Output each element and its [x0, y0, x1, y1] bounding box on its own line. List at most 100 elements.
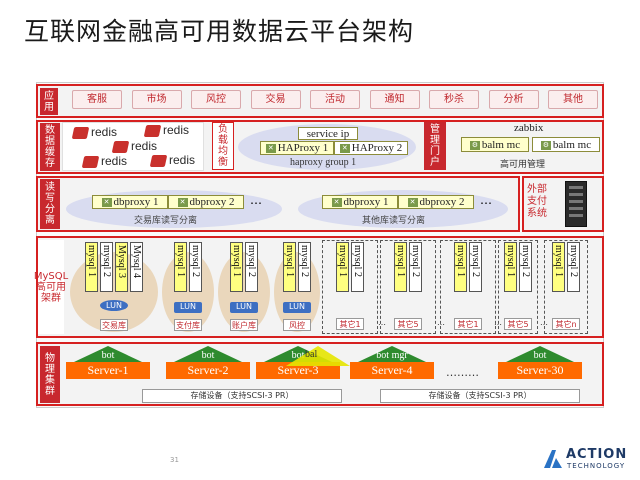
dbproxy-2-other: ✕dbproxy 2: [398, 195, 474, 209]
db-group-bg: [274, 252, 320, 332]
action-logo: ACTION TECHNOLOGY: [542, 446, 634, 472]
mysql-node: mysql 2: [245, 242, 258, 292]
app-button[interactable]: 风控: [191, 90, 241, 109]
redis-node: redis: [111, 139, 157, 153]
server-box: Server-1: [66, 362, 150, 379]
action-logo-icon: [544, 450, 562, 468]
haproxy-group-label: haproxy group 1: [290, 157, 357, 168]
haproxy-2-box: ✕HAProxy 2: [334, 141, 408, 155]
bot-label: bot: [533, 350, 547, 361]
mysql-node: mysql 2: [298, 242, 311, 292]
app-button[interactable]: 客服: [72, 90, 122, 109]
row-label-mysql: MySQL高可用架群: [34, 240, 68, 334]
server-box: Server-4: [350, 362, 434, 379]
app-button[interactable]: 市场: [131, 90, 182, 109]
server-box: Server-2: [166, 362, 250, 379]
bot-triangle: [174, 346, 242, 362]
group-separator-dots: …: [494, 318, 502, 327]
page-number: 31: [170, 456, 179, 464]
redis-icon: [149, 154, 168, 167]
lun-storage: LUN: [230, 302, 258, 313]
db-group-dashed: [322, 240, 378, 334]
rw-caption-other: 其他库读写分离: [362, 216, 426, 226]
db-group-tag: 交易库: [100, 319, 128, 331]
rw-ellipsis: …: [250, 193, 262, 207]
group-separator-dots: …: [540, 318, 548, 327]
db-group-tag: 支付库: [174, 319, 202, 331]
bot-label: bot: [101, 350, 115, 361]
bal-triangle: [286, 346, 350, 366]
db-group-bg: [70, 252, 158, 332]
zabbix-label: zabbix: [514, 122, 544, 134]
rw-caption-trade: 交易库读写分离: [134, 216, 198, 226]
db-group-tag: 其它1: [336, 318, 364, 330]
mysql-node: mysql 1: [394, 242, 407, 292]
mysql-node: Mysql 3: [115, 242, 128, 292]
proxy-icon: ✕: [331, 197, 342, 207]
db-group-dashed: [440, 240, 496, 334]
group-separator-dots: …: [378, 318, 386, 327]
server-dots: ………: [446, 366, 479, 379]
balm-mc-2: ⚙balm mc: [532, 137, 600, 152]
mysql-node: mysql 1: [283, 242, 296, 292]
row-label-physical: 物理集群: [40, 346, 60, 403]
db-group-tag: 其它5: [504, 318, 532, 330]
app-button[interactable]: 秒杀: [429, 90, 479, 109]
db-group-bg: [218, 252, 270, 332]
mysql-node: mysql 2: [409, 242, 422, 292]
redis-cluster: redis redis redis redis redis: [62, 122, 204, 171]
server-box: Server-3: [256, 362, 340, 379]
mysql-node: mysql 1: [174, 242, 187, 292]
lun-storage: LUN: [174, 302, 202, 313]
db-group-dashed: [544, 240, 588, 334]
page-title: 互联网金融高可用数据云平台架构: [24, 17, 415, 46]
app-button[interactable]: 通知: [369, 90, 420, 109]
app-button[interactable]: 交易: [250, 90, 301, 109]
external-payment-label: 外部支付系统: [527, 184, 547, 219]
lun-storage: LUN: [283, 302, 311, 313]
mysql-node: mysql 1: [454, 242, 467, 292]
mysql-node: mysql 1: [85, 242, 98, 292]
app-button[interactable]: 活动: [310, 90, 360, 109]
lb-label: 负载均衡: [212, 122, 234, 170]
bot-triangle: [506, 346, 574, 362]
ha-mgmt-caption: 高可用管理: [500, 160, 546, 170]
mysql-node: mysql 2: [567, 242, 580, 292]
redis-node: redis: [81, 154, 127, 168]
mysql-node: mysql 2: [469, 242, 482, 292]
db-group-tag: 风控: [283, 319, 311, 331]
redis-node: redis: [143, 123, 189, 137]
mysql-node: mysql 2: [189, 242, 202, 292]
redis-node: redis: [149, 153, 195, 167]
server-rack-icon: [565, 181, 587, 227]
mysql-node: mysql 2: [100, 242, 113, 292]
dbproxy-2-trade: ✕dbproxy 2: [168, 195, 244, 209]
haproxy-1-box: ✕HAProxy 1: [260, 141, 334, 155]
db-group-dashed: [498, 240, 538, 334]
bot-label: bot mgr: [376, 350, 408, 361]
db-group-tag: 账户库: [230, 319, 258, 331]
db-group-tag: 其它n: [552, 318, 580, 330]
mysql-node: mysql 2: [519, 242, 532, 292]
proxy-icon: ✕: [265, 143, 276, 153]
bal-label: bal: [305, 349, 318, 360]
proxy-icon: ✕: [407, 197, 418, 207]
proxy-icon: ✕: [101, 197, 112, 207]
redis-node: redis: [71, 125, 117, 139]
db-group-bg: [162, 252, 214, 332]
rw-ellipsis: …: [480, 193, 492, 207]
redis-icon: [71, 126, 90, 139]
logo-line1: ACTION: [566, 447, 628, 462]
server-box: Server-30: [498, 362, 582, 379]
app-button[interactable]: 其他: [548, 90, 598, 109]
service-ip-box: service ip: [298, 127, 358, 140]
mysql-node: mysql 1: [230, 242, 243, 292]
db-group-tag: 其它5: [394, 318, 422, 330]
storage-device-1: 存储设备（支持SCSI-3 PR）: [142, 389, 342, 403]
app-button[interactable]: 分析: [488, 90, 539, 109]
proxy-icon: ✕: [339, 143, 350, 153]
mysql-node: mysql 2: [351, 242, 364, 292]
dbproxy-1-trade: ✕dbproxy 1: [92, 195, 168, 209]
dbproxy-1-other: ✕dbproxy 1: [322, 195, 398, 209]
redis-icon: [81, 155, 100, 168]
